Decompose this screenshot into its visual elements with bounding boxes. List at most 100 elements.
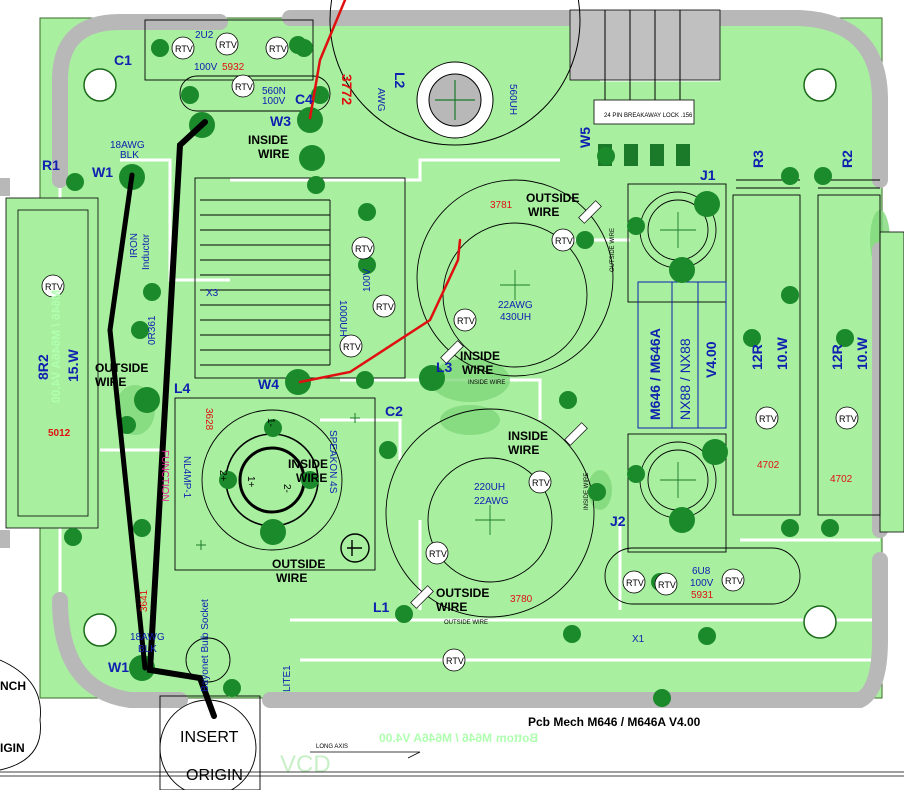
speakon-name: NL4MP-1	[181, 456, 192, 499]
designator-w3: W3	[270, 113, 291, 129]
speakon-pin-2-minus: 2-	[281, 484, 292, 493]
designator-j1: J1	[700, 167, 716, 183]
mirrored-left-version: M646 / M646A V4.00	[49, 290, 63, 403]
insert-label: INSERT	[180, 729, 239, 746]
x1-capacitance: 6U8	[692, 566, 711, 577]
rtv-label: RTV	[175, 44, 193, 54]
long-axis-label: LONG AXIS	[316, 744, 348, 750]
rtv-label: RTV	[269, 44, 287, 54]
l3-inside-wire: INSIDE WIRE	[468, 380, 505, 386]
l1-inductance: 220UH	[474, 482, 505, 493]
j2-jack	[627, 433, 727, 553]
designator-c4: C4	[295, 91, 313, 107]
left-bracket	[0, 178, 99, 548]
l3-inside: INSIDE	[460, 349, 500, 363]
speakon-pin-2-plus: 2+	[217, 470, 228, 482]
wires	[107, 0, 462, 719]
x3-voltage: 100V	[362, 268, 373, 292]
l1-awg: 22AWG	[474, 496, 509, 507]
speakon-outside-wire: WIRE	[276, 571, 307, 585]
x1-capacitor-body	[604, 547, 801, 605]
long-axis-arrow	[310, 751, 421, 759]
r1-wattage: 15.W	[65, 349, 81, 382]
w1-color: BLK	[120, 150, 139, 161]
rtv-label: RTV	[555, 236, 573, 246]
designator-w1-top: W1	[92, 164, 113, 180]
l1-inside: INSIDE	[508, 429, 548, 443]
rtv-label: RTV	[658, 580, 676, 590]
mirrored-version: M646 / M646A V4.00	[379, 731, 492, 745]
designator-r3: R3	[750, 150, 766, 168]
rtv-label: RTV	[45, 282, 63, 292]
l3-inductance: 430UH	[500, 312, 531, 323]
rtv-label: RTV	[626, 578, 644, 588]
right-bracket	[879, 231, 904, 533]
rtv-label: RTV	[376, 302, 394, 312]
w1-awg: 18AWG	[110, 140, 145, 151]
j1-outside-wire: OUTSIDE WIRE	[610, 228, 616, 272]
or361-label: 0R361	[147, 315, 158, 345]
rtv-label: RTV	[839, 414, 857, 424]
l2-awg: AWG	[375, 88, 386, 112]
wire-entry-markers	[410, 200, 602, 609]
c1-value: 2U2	[195, 30, 214, 41]
designator-c2: C2	[385, 403, 403, 419]
designator-x3: X3	[206, 288, 219, 299]
rtv-label: RTV	[429, 549, 447, 559]
rtv-label: RTV	[219, 40, 237, 50]
designator-w4: W4	[258, 376, 279, 392]
r2-wattage: 10.W	[854, 337, 870, 370]
rtv-label: RTV	[759, 414, 777, 424]
edge-arc	[0, 659, 41, 771]
board-title: Pcb Mech M646 / M646A V4.00	[528, 715, 701, 729]
c4-value: 560N	[262, 86, 286, 97]
l4-wire: WIRE	[95, 375, 126, 389]
designator-l1: L1	[373, 599, 390, 615]
designator-x1: X1	[632, 634, 645, 645]
header-label: 24 PIN BREAKAWAY LOCK .156	[604, 113, 693, 119]
rtv-label: RTV	[725, 576, 743, 586]
x3-inductance: 1000UH	[337, 300, 348, 337]
l3-wire: WIRE	[462, 363, 493, 377]
l2-part: 3772	[339, 74, 355, 105]
bulb-part: 3641	[139, 589, 150, 612]
header-connector: 24 PIN BREAKAWAY LOCK .156	[569, 9, 721, 166]
r1-resistance: 8R2	[35, 354, 51, 380]
designator-r1: R1	[42, 157, 60, 173]
rtv-label: RTV	[235, 82, 253, 92]
x1-part: 5931	[691, 590, 714, 601]
c4-voltage: 100V	[262, 96, 286, 107]
designator-j2: J2	[610, 513, 626, 529]
l3-outside-wire: WIRE	[528, 205, 559, 219]
bulb-label: Bayonet Bulb Socket	[200, 599, 211, 692]
lite-label: LITE1	[282, 665, 293, 692]
designator-c1: C1	[114, 52, 132, 68]
designator-w5: W5	[577, 127, 593, 148]
w1-bottom-awg: 18AWG	[130, 632, 165, 643]
l3-outside: OUTSIDE	[526, 191, 579, 205]
speakon-pin-1-plus: 1+	[245, 476, 256, 488]
l3-part: 3781	[490, 200, 513, 211]
r3-resistance: 12R	[749, 344, 765, 370]
l4-outside: OUTSIDE	[95, 361, 148, 375]
speakon-inside-wire: WIRE	[296, 471, 327, 485]
c1-voltage: 100V	[194, 62, 218, 73]
speakon-outside: OUTSIDE	[272, 557, 325, 571]
rtv-label: RTV	[457, 316, 475, 326]
mirrored-bottom: Bottom	[496, 731, 538, 745]
model-a: M646 / M646A	[647, 328, 663, 420]
edge-label-nch: NCH	[0, 679, 26, 693]
rtv-markers	[41, 32, 859, 672]
inductor-label: Inductor	[141, 233, 152, 270]
c4-capacitor-body	[179, 75, 331, 112]
l1-part: 3780	[510, 594, 533, 605]
l1-outside: OUTSIDE	[436, 586, 489, 600]
designator-l3: L3	[436, 359, 453, 375]
l1-inductor	[385, 408, 595, 618]
r2-part: 4702	[830, 474, 853, 485]
l1-inside-wire-label: WIRE	[508, 443, 539, 457]
speakon-pin-1-minus: 1-	[265, 418, 276, 427]
edge-label-igin: IGIN	[0, 741, 25, 755]
x1-voltage: 100V	[690, 578, 714, 589]
origin-label: ORIGIN	[186, 767, 243, 784]
